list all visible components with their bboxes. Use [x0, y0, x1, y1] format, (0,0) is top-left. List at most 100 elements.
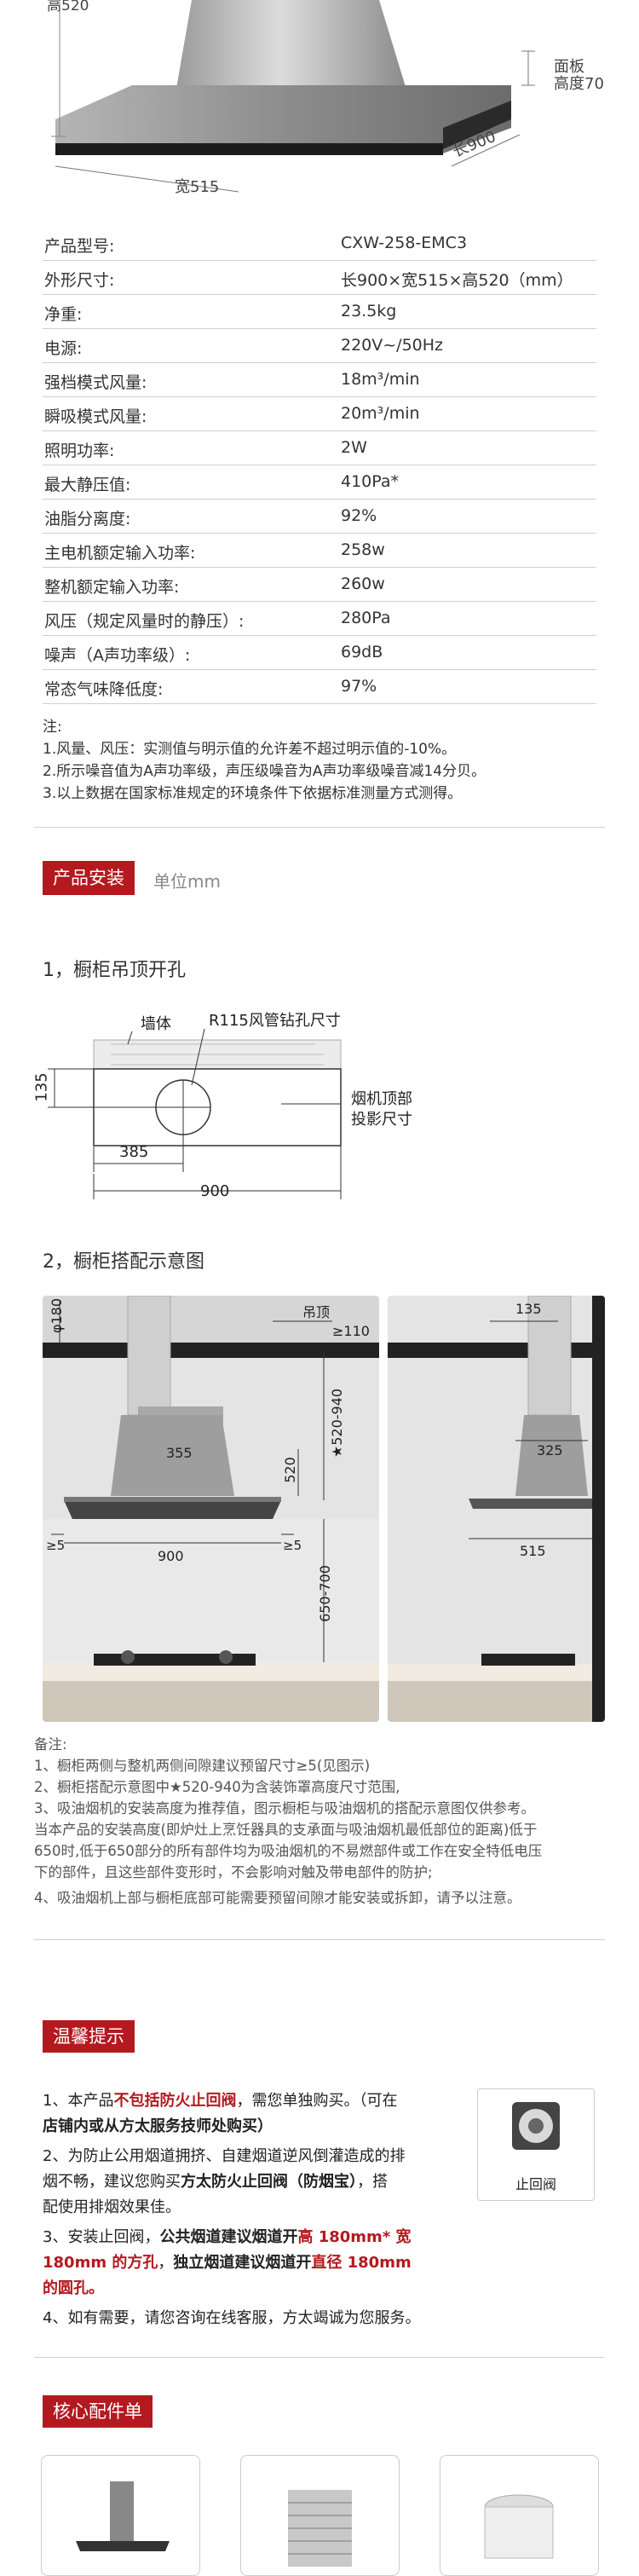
spec-row: 整机额定输入功率:260w — [43, 567, 596, 602]
tip-line-3: 2、为防止公用烟道拥挤、自建烟道逆风倒灌造成的排 — [43, 2147, 406, 2165]
spec-value: 23.5kg — [341, 302, 397, 321]
dim-ge5-right: ≥5 — [283, 1538, 302, 1553]
dim-900: 900 — [200, 1182, 230, 1200]
spec-key: 外形尺寸: — [44, 271, 115, 290]
spec-key: 风压（规定风量时的静压）: — [44, 612, 245, 631]
dim-panel-label-2: 高度70 — [554, 75, 604, 93]
spec-value: 2W — [341, 438, 367, 457]
parts-tag: 核心配件单 — [43, 2395, 153, 2428]
remark-line: 当本产品的安装高度(即炉灶上烹饪器具的支承面与吸油烟机最低部位的距离)低于 — [34, 1822, 538, 1838]
dim-385: 385 — [119, 1143, 149, 1161]
hood-part-icon — [76, 2481, 170, 2551]
remark-line: 1、橱柜两侧与整机两侧间隙建议预留尺寸≥5(见图示) — [34, 1758, 371, 1774]
spec-key: 噪声（A声功率级）: — [44, 646, 191, 665]
spec-value: 258w — [341, 540, 385, 559]
spec-row: 电源: 220V~/50Hz — [43, 328, 596, 363]
spec-note: 2.所示噪音值为A声功率级，声压级噪音为A声功率级噪音减14分贝。 — [43, 763, 486, 780]
spec-value: 280Pa — [341, 609, 391, 627]
tip-text: 烟不畅，建议您购买 — [43, 2173, 181, 2191]
spec-value: 92% — [341, 506, 377, 525]
spec-key: 产品型号: — [44, 237, 115, 256]
spec-value: 410Pa* — [341, 472, 400, 491]
spec-table: 产品型号:CXW-258-EMC3 外形尺寸: 长900×宽515×高520（mm… — [0, 226, 639, 712]
tip-highlight: 180mm 的方孔 — [43, 2254, 158, 2272]
tip-text: ，需您单独购买。（可在 — [236, 2092, 398, 2110]
dim-135-side: 135 — [515, 1301, 542, 1317]
tip-line-7: 180mm 的方孔，独立烟道建议烟道开直径 180mm — [43, 2250, 412, 2276]
cutout-diagram: 墙体 R115风管钻孔尺寸 烟机顶部 投影尺寸 135 385 900 — [32, 993, 460, 1206]
install-tag: 产品安装 — [43, 861, 135, 895]
spec-row: 常态气味降低度: 97% — [43, 669, 596, 704]
divider — [34, 827, 605, 828]
remark-line: 650时,低于650部分的所有部件均为吸油烟机的不易燃部件或工作在安全特低电压 — [34, 1843, 543, 1859]
spec-key: 照明功率: — [44, 442, 115, 460]
dim-ge5-left: ≥5 — [46, 1538, 66, 1553]
hood-illustration — [51, 0, 535, 193]
spec-key: 强档模式风量: — [44, 373, 147, 392]
remark-line: 2、橱柜搭配示意图中★520-940为含装饰罩高度尺寸范围, — [34, 1779, 400, 1795]
tip-line-6: 3、安装止回阀，公共烟道建议烟道开高 180mm* 宽 — [43, 2225, 411, 2250]
spec-note: 3.以上数据在国家标准规定的环境条件下依据标准测量方式测得。 — [43, 785, 463, 802]
ceiling-label: 吊顶 — [302, 1304, 331, 1320]
spec-value: 长900×宽515×高520（mm） — [341, 271, 573, 290]
dim-ge110: ≥110 — [332, 1323, 370, 1339]
tip-highlight: 公共烟道建议烟道开 — [159, 2228, 298, 2246]
tips-tag: 温馨提示 — [43, 2020, 135, 2053]
tip-text: ，搭 — [357, 2173, 388, 2191]
divider — [34, 2357, 605, 2358]
spec-row: 风压（规定风量时的静压）: 280Pa — [43, 601, 596, 636]
spec-key: 电源: — [44, 339, 83, 358]
spec-row: 油脂分离度: 92% — [43, 499, 596, 534]
dim-355: 355 — [166, 1445, 193, 1461]
wall-label: 墙体 — [141, 1015, 171, 1033]
valve-part-icon — [484, 2494, 554, 2559]
section-title-cutout: 1，橱柜吊顶开孔 — [43, 960, 186, 981]
spec-value: 97% — [341, 677, 377, 696]
cabinet-diagram-side: 135 325 515 — [388, 1296, 605, 1722]
unit-label: 单位mm — [153, 871, 221, 892]
projection-label-1: 烟机顶部 — [351, 1090, 412, 1108]
spec-value: 69dB — [341, 643, 383, 661]
tip-highlight: 方太防火止回阀（防烟宝） — [181, 2173, 357, 2191]
tip-text: ， — [158, 2254, 174, 2272]
spec-row: 外形尺寸: 长900×宽515×高520（mm） — [43, 260, 596, 295]
remark-line: 3、吸油烟机的安装高度为推荐值，图示橱柜与吸油烟机的搭配示意图仅供参考。 — [34, 1800, 535, 1816]
check-valve-icon — [512, 2102, 560, 2150]
divider — [34, 1939, 605, 1940]
dim-panel-label-1: 面板 — [554, 58, 584, 76]
spec-key: 整机额定输入功率: — [44, 578, 180, 597]
spec-key: 主电机额定输入功率: — [44, 544, 196, 563]
spec-row: 瞬吸模式风量: 20m³/min — [43, 396, 596, 431]
tip-line-5: 配使用排烟效果佳。 — [43, 2198, 181, 2216]
dim-900-cabinet: 900 — [158, 1548, 184, 1564]
part-card-duct — [240, 2455, 400, 2576]
spec-row: 噪声（A声功率级）: 69dB — [43, 635, 596, 670]
check-valve-card: 止回阀 — [477, 2088, 595, 2201]
r115-label: R115风管钻孔尺寸 — [209, 1012, 341, 1030]
tip-highlight: 独立烟道建议烟道开 — [173, 2254, 312, 2272]
spec-value: 20m³/min — [341, 404, 420, 423]
dim-325: 325 — [537, 1442, 563, 1458]
spec-row: 照明功率: 2W — [43, 430, 596, 465]
spec-key: 常态气味降低度: — [44, 680, 164, 699]
spec-row: 强档模式风量: 18m³/min — [43, 362, 596, 397]
tip-line-2: 店铺内或从方太服务技师处购买） — [43, 2117, 273, 2135]
tip-highlight: 高 180mm* 宽 — [297, 2228, 412, 2246]
part-card-hood — [41, 2455, 200, 2576]
cabinet-diagram-front: φ180 吊顶 ≥110 355 520 ★520-940 ≥5 ≥5 900 … — [43, 1296, 379, 1722]
tip-text: 1、本产品 — [43, 2092, 114, 2110]
spec-value: 220V~/50Hz — [341, 336, 444, 355]
dim-height-label: 高520 — [47, 0, 89, 14]
projection-label-2: 投影尺寸 — [351, 1111, 412, 1129]
dim-phi180: φ180 — [49, 1297, 66, 1334]
part-card-valve — [440, 2455, 599, 2576]
spec-key: 油脂分离度: — [44, 510, 131, 528]
dim-135: 135 — [32, 1072, 51, 1102]
spec-key: 瞬吸模式风量: — [44, 407, 147, 426]
spec-row: 产品型号:CXW-258-EMC3 — [43, 226, 596, 261]
dim-width-label: 宽515 — [175, 178, 220, 196]
spec-value: 18m³/min — [341, 370, 420, 389]
tip-highlight: 不包括防火止回阀 — [113, 2092, 237, 2110]
duct-part-icon — [288, 2490, 352, 2567]
tip-line-9: 4、如有需要，请您咨询在线客服，方太竭诚为您服务。 — [43, 2309, 421, 2327]
